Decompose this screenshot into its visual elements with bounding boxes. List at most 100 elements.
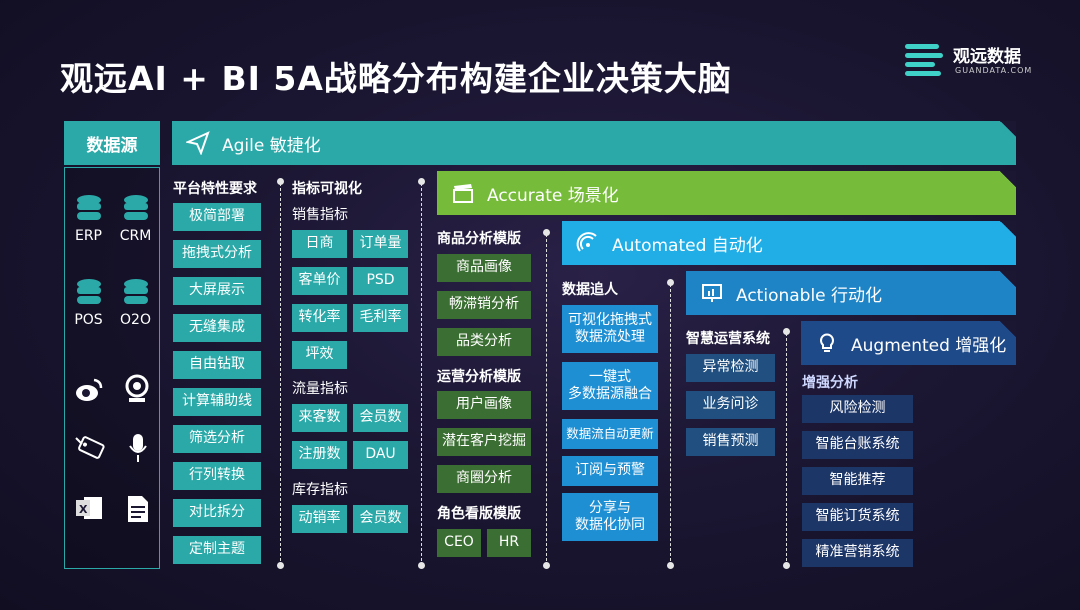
band-actionable-label: Actionable 行动化 bbox=[736, 285, 883, 306]
divider bbox=[421, 183, 422, 566]
divider bbox=[670, 284, 671, 566]
divider-dot bbox=[418, 178, 425, 185]
microphone-icon bbox=[129, 434, 147, 462]
divider-dot bbox=[277, 178, 284, 185]
augmented-chip: 智能订货系统 bbox=[802, 503, 913, 531]
presentation-chart-icon bbox=[702, 284, 722, 302]
divider-dot bbox=[543, 562, 550, 569]
signal-icon bbox=[576, 232, 597, 252]
scenario-chip: 商品画像 bbox=[437, 254, 531, 282]
metric-chip: 注册数 bbox=[292, 441, 347, 469]
data-source-header: 数据源 bbox=[64, 121, 160, 165]
divider bbox=[546, 234, 547, 566]
lightbulb-icon bbox=[820, 333, 834, 352]
band-agile-label: Agile 敏捷化 bbox=[222, 135, 321, 156]
augmented-chip: 精准营销系统 bbox=[802, 539, 913, 567]
automation-title: 数据追人 bbox=[562, 282, 618, 298]
logo-domain: GUANDATA.COM bbox=[955, 66, 1033, 75]
operations-chip: 异常检测 bbox=[686, 354, 775, 382]
metric-chip: 转化率 bbox=[292, 304, 347, 332]
scenario-chip: CEO bbox=[437, 529, 481, 557]
augmented-chip: 智能推荐 bbox=[802, 467, 913, 495]
erp-source: ERP bbox=[65, 194, 112, 244]
automation-chip: 可视化拖拽式 数据流处理 bbox=[562, 305, 658, 353]
platform-item: 拖拽式分析 bbox=[173, 240, 261, 268]
augmented-chip: 风险检测 bbox=[802, 395, 913, 423]
platform-item: 对比拆分 bbox=[173, 499, 261, 527]
platform-item: 大屏展示 bbox=[173, 277, 261, 305]
database-icon bbox=[123, 279, 148, 304]
o2o-label: O2O bbox=[120, 312, 151, 328]
ops-template-title: 运营分析模版 bbox=[437, 369, 521, 385]
tag-icon bbox=[75, 436, 105, 459]
platform-item: 定制主题 bbox=[173, 536, 261, 564]
document-icon bbox=[128, 496, 148, 522]
divider-dot bbox=[783, 562, 790, 569]
band-accurate-label: Accurate 场景化 bbox=[487, 185, 619, 206]
divider bbox=[786, 333, 787, 566]
metric-chip: PSD bbox=[353, 267, 408, 295]
role-template-title: 角色看版模版 bbox=[437, 506, 521, 522]
divider-dot bbox=[277, 562, 284, 569]
webcam-icon bbox=[125, 374, 149, 402]
divider-dot bbox=[667, 279, 674, 286]
metric-chip: DAU bbox=[353, 441, 408, 469]
data-source-panel: ERP CRM POS O2O X bbox=[64, 167, 160, 569]
metric-chip: 客单价 bbox=[292, 267, 347, 295]
traffic-metrics-title: 流量指标 bbox=[292, 381, 348, 397]
augmented-title: 增强分析 bbox=[802, 375, 858, 391]
metrics-title: 指标可视化 bbox=[292, 181, 362, 197]
erp-label: ERP bbox=[74, 228, 102, 244]
o2o-source: O2O bbox=[112, 278, 159, 328]
metric-chip: 动销率 bbox=[292, 505, 347, 533]
database-icon bbox=[76, 279, 101, 304]
automation-chip: 订阅与预警 bbox=[562, 456, 658, 486]
band-agile: Agile 敏捷化 bbox=[172, 121, 1016, 165]
metric-chip: 来客数 bbox=[292, 404, 347, 432]
divider-dot bbox=[783, 328, 790, 335]
crm-label: CRM bbox=[119, 228, 152, 244]
automation-chip: 分享与 数据化协同 bbox=[562, 493, 658, 541]
scenario-chip: HR bbox=[487, 529, 531, 557]
divider-dot bbox=[667, 562, 674, 569]
metric-chip: 会员数 bbox=[353, 505, 408, 533]
scenario-chip: 畅滞销分析 bbox=[437, 291, 531, 319]
divider-dot bbox=[418, 562, 425, 569]
band-actionable: Actionable 行动化 bbox=[686, 271, 1016, 315]
platform-item: 无缝集成 bbox=[173, 314, 261, 342]
operations-chip: 销售预测 bbox=[686, 428, 775, 456]
band-accurate: Accurate 场景化 bbox=[437, 171, 1016, 215]
band-automated: Automated 自动化 bbox=[562, 221, 1016, 265]
platform-item: 自由钻取 bbox=[173, 351, 261, 379]
operations-title: 智慧运营系统 bbox=[686, 331, 770, 347]
crm-source: CRM bbox=[112, 194, 159, 244]
page-title: 观远AI + BI 5A战略分布构建企业决策大脑 bbox=[60, 59, 732, 98]
logo-name: 观远数据 bbox=[953, 47, 1021, 67]
platform-item: 极简部署 bbox=[173, 203, 261, 231]
divider-dot bbox=[543, 229, 550, 236]
metric-chip: 日商 bbox=[292, 230, 347, 258]
scenario-chip: 品类分析 bbox=[437, 328, 531, 356]
band-augmented-label: Augmented 增强化 bbox=[851, 335, 1007, 356]
brand-logo: 观远数据 GUANDATA.COM bbox=[905, 42, 1065, 82]
excel-icon: X bbox=[76, 497, 102, 519]
clapperboard-icon bbox=[453, 184, 473, 203]
automation-chip: 一键式 多数据源融合 bbox=[562, 362, 658, 410]
pos-source: POS bbox=[65, 278, 112, 328]
svg-text:X: X bbox=[79, 503, 88, 516]
database-icon bbox=[76, 195, 101, 220]
operations-chip: 业务问诊 bbox=[686, 391, 775, 419]
metric-chip: 订单量 bbox=[353, 230, 408, 258]
pos-label: POS bbox=[74, 312, 103, 328]
augmented-chip: 智能台账系统 bbox=[802, 431, 913, 459]
scenario-chip: 商圈分析 bbox=[437, 465, 531, 493]
platform-title: 平台特性要求 bbox=[173, 181, 257, 197]
stock-metrics-title: 库存指标 bbox=[292, 482, 348, 498]
scenario-chip: 用户画像 bbox=[437, 391, 531, 419]
platform-item: 行列转换 bbox=[173, 462, 261, 490]
weibo-icon bbox=[76, 378, 103, 401]
product-template-title: 商品分析模版 bbox=[437, 231, 521, 247]
scenario-chip: 潜在客户挖掘 bbox=[437, 428, 531, 456]
metric-chip: 毛利率 bbox=[353, 304, 408, 332]
metric-chip: 会员数 bbox=[353, 404, 408, 432]
